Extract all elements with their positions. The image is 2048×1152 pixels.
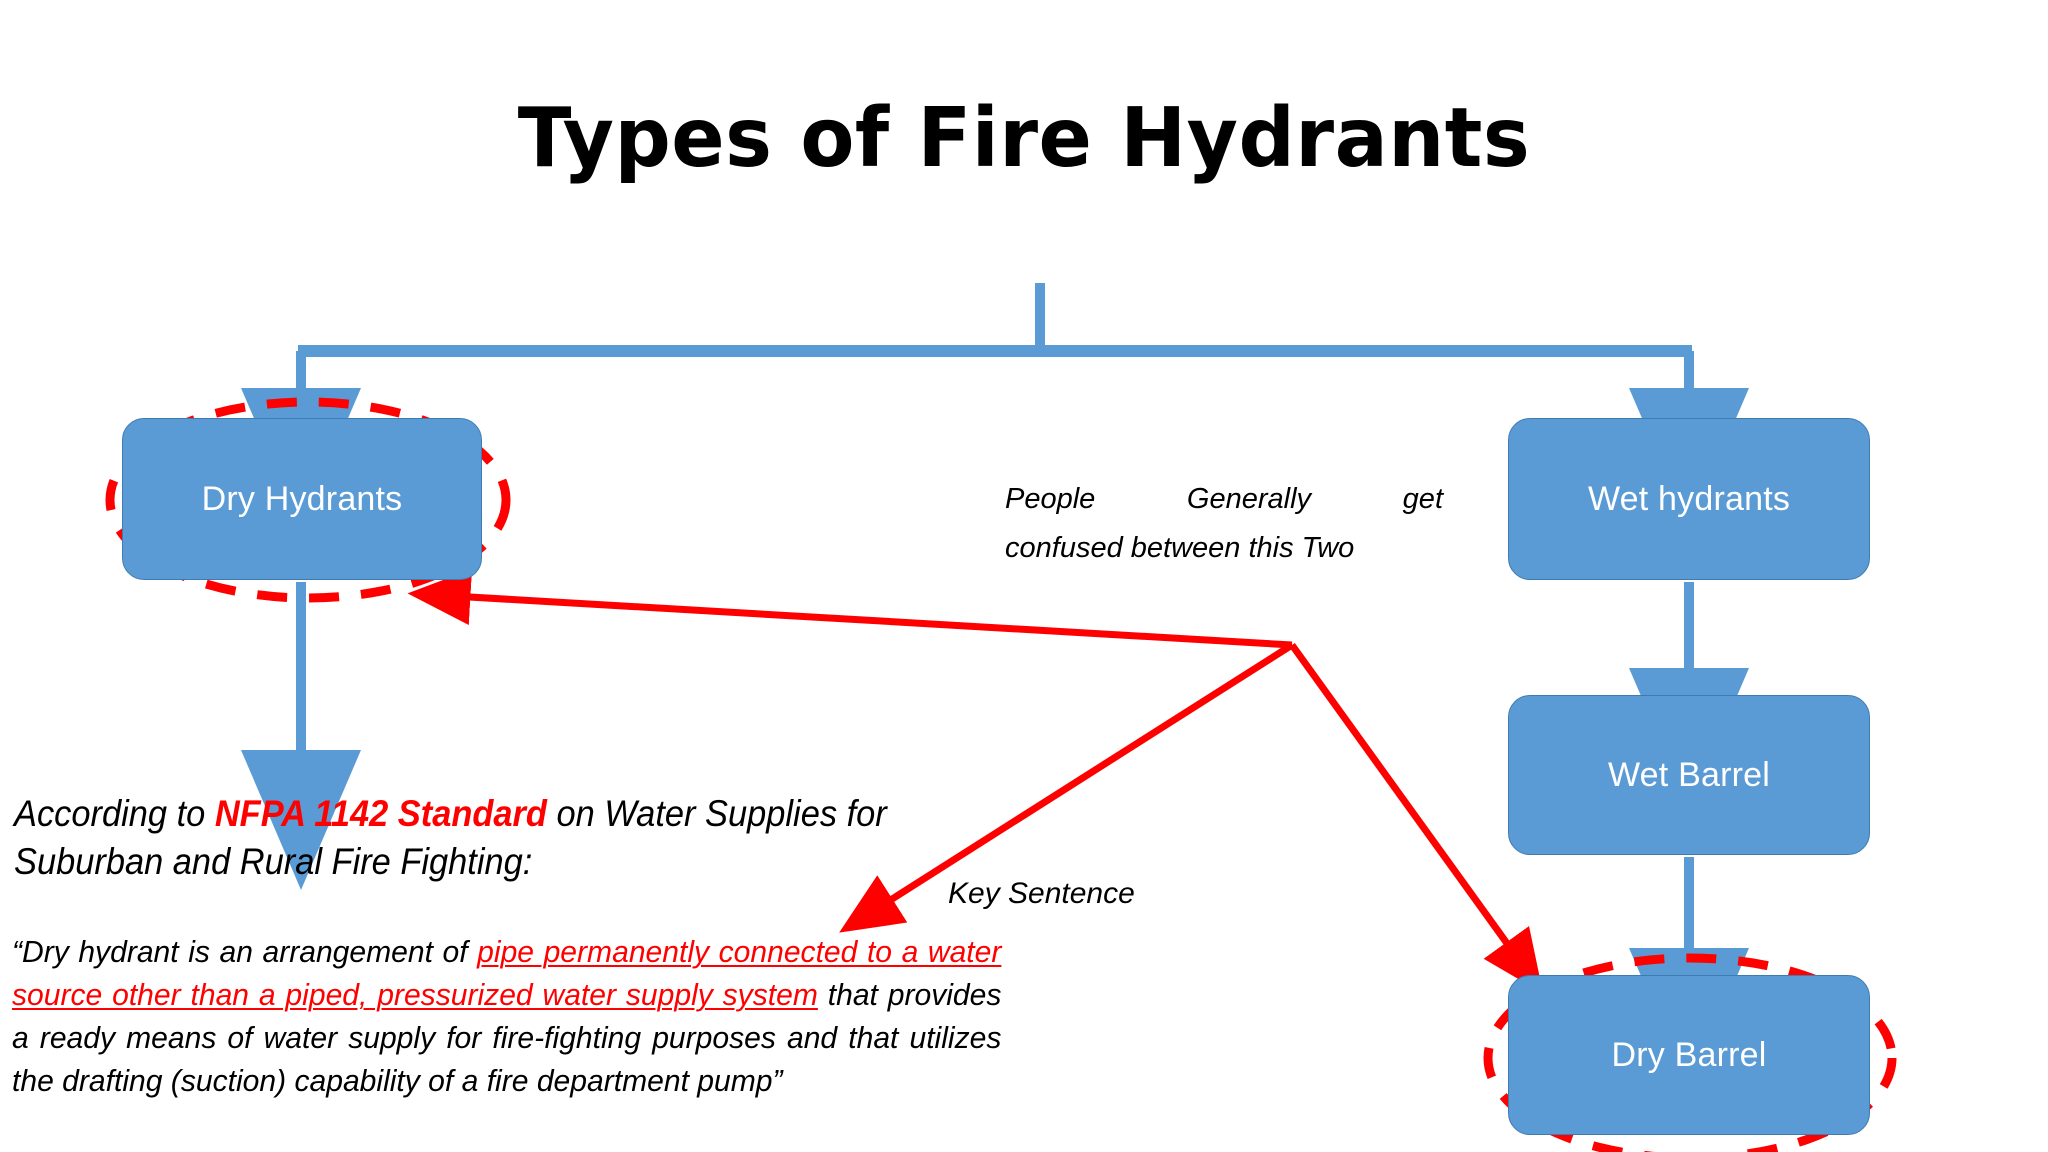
nfpa-intro-paragraph: According to NFPA 1142 Standard on Water… <box>14 790 944 886</box>
quote-part-2: that provides a ready means of water sup… <box>12 977 1002 1098</box>
node-wet-barrel-label: Wet Barrel <box>1608 756 1770 794</box>
quote-underlined-key-phrase: pipe permanently connected to a water so… <box>12 934 1002 1012</box>
confusion-note: People Generally get confused between th… <box>1005 475 1443 573</box>
node-dry-hydrants[interactable]: Dry Hydrants <box>122 418 482 580</box>
splitter-connector <box>241 283 1749 528</box>
key-sentence-label: Key Sentence <box>948 877 1135 910</box>
dry-hydrant-definition-quote: “Dry hydrant is an arrangement of pipe p… <box>12 930 1001 1102</box>
confusion-note-line-1: People Generally get <box>1005 483 1443 515</box>
page-title: Types of Fire Hydrants <box>517 91 1531 186</box>
node-dry-barrel-label: Dry Barrel <box>1611 1036 1767 1074</box>
nfpa-trailing-text: on Water Supplies for Suburban and Rural… <box>14 793 887 882</box>
node-wet-hydrants[interactable]: Wet hydrants <box>1508 418 1870 580</box>
red-arrow-to-dry-hydrants <box>407 569 1293 649</box>
confusion-note-line-2: confused between this Two <box>1005 532 1355 564</box>
quote-part-1: “Dry hydrant is an arrangement of <box>12 934 478 969</box>
node-wet-hydrants-label: Wet hydrants <box>1587 480 1791 518</box>
red-arrow-to-dry-barrel <box>1289 642 1544 994</box>
nfpa-standard-highlight: NFPA 1142 Standard <box>214 793 547 834</box>
node-wet-barrel[interactable]: Wet Barrel <box>1508 695 1870 855</box>
node-dry-barrel[interactable]: Dry Barrel <box>1508 975 1870 1135</box>
nfpa-lead-text: According to <box>14 793 215 834</box>
node-dry-hydrants-label: Dry Hydrants <box>201 480 403 518</box>
